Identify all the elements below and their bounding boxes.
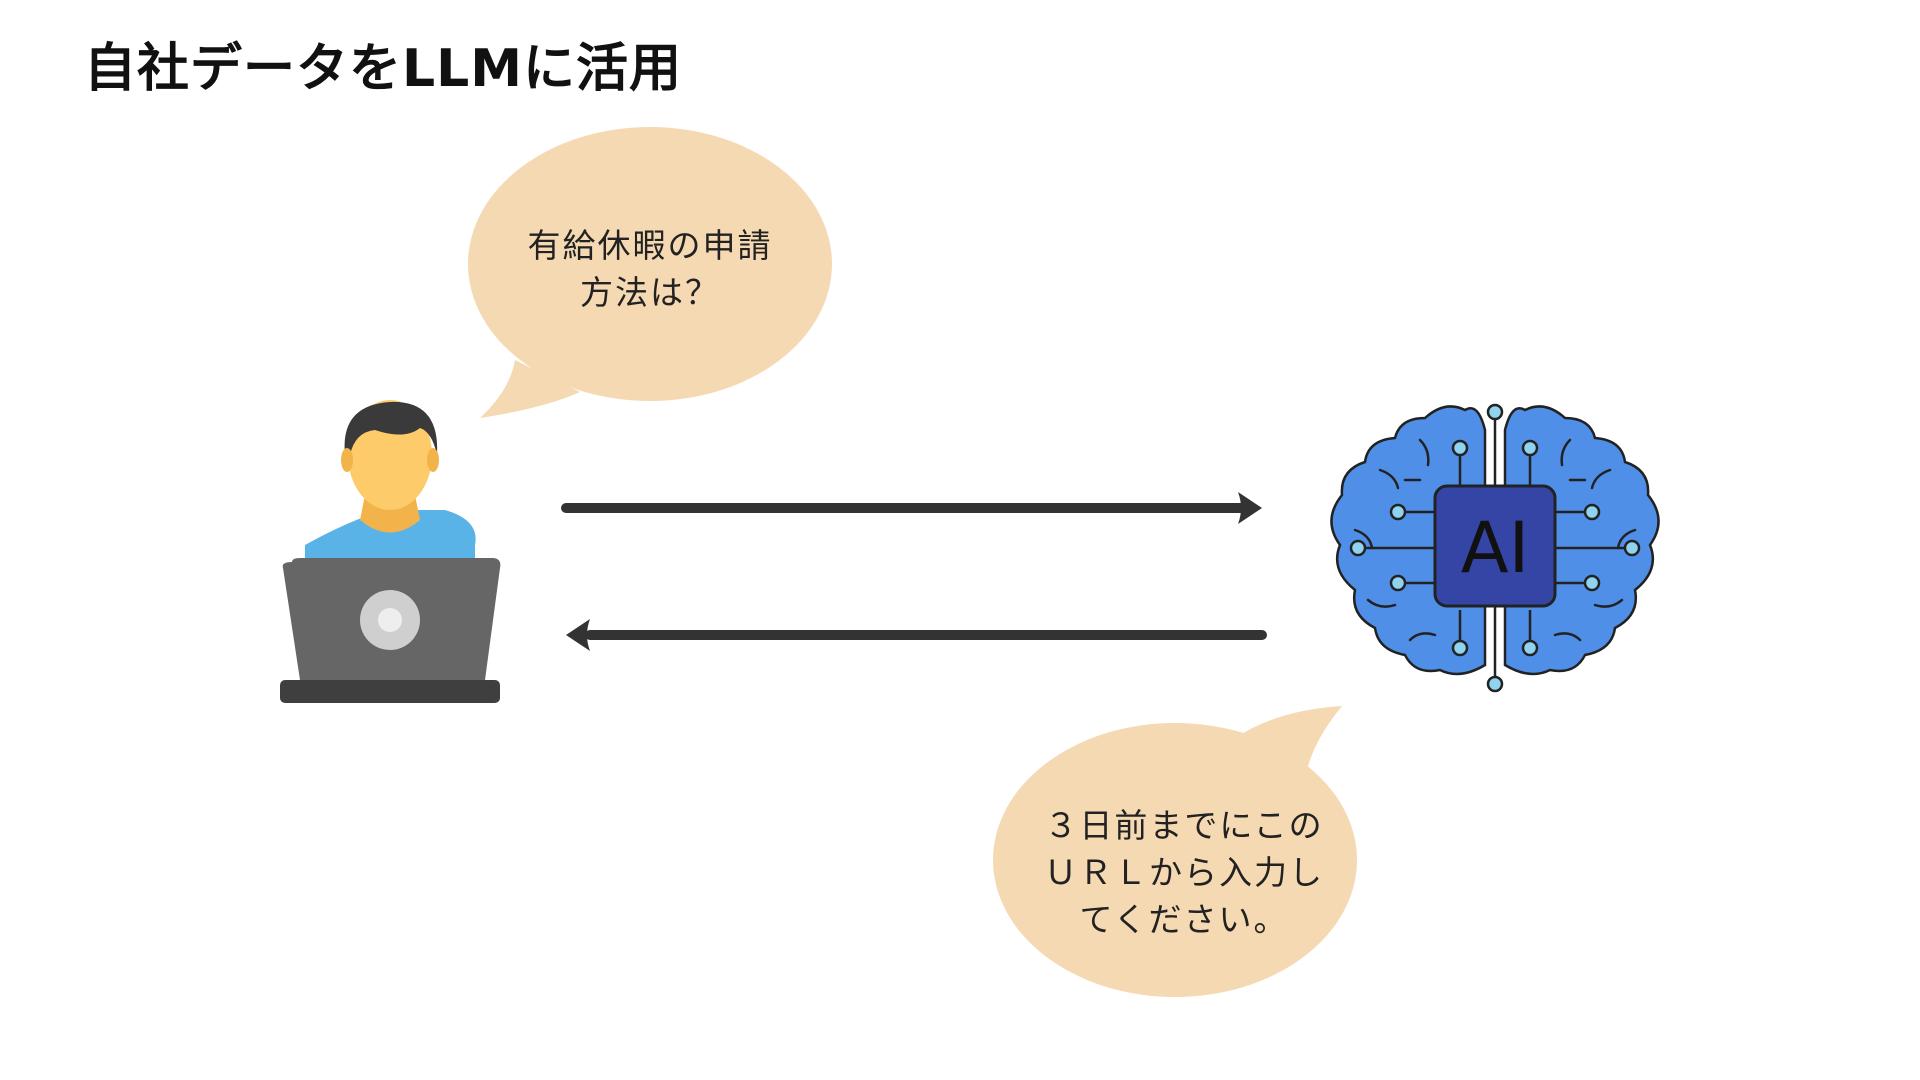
ai-brain-icon: AI [1330, 403, 1660, 693]
arrow-right-icon [561, 492, 1262, 524]
question-line: 有給休暇の申請 [527, 226, 773, 265]
user-at-laptop-icon [280, 400, 501, 703]
ai-chip-label: AI [1461, 507, 1530, 589]
answer-line: ３日前までにこの [1044, 806, 1324, 845]
answer-line: ＵＲＬから入力し [1044, 853, 1324, 892]
question-text: 有給休暇の申請 方法は？ [470, 222, 830, 316]
answer-line: てください。 [1079, 900, 1289, 939]
page-title: 自社データをLLMに活用 [84, 39, 683, 99]
question-bubble [468, 127, 832, 418]
answer-bubble [993, 706, 1357, 997]
answer-text: ３日前までにこの ＵＲＬから入力し てください。 [1004, 802, 1364, 943]
question-line: 方法は？ [580, 273, 720, 312]
arrow-left-icon [566, 619, 1267, 651]
